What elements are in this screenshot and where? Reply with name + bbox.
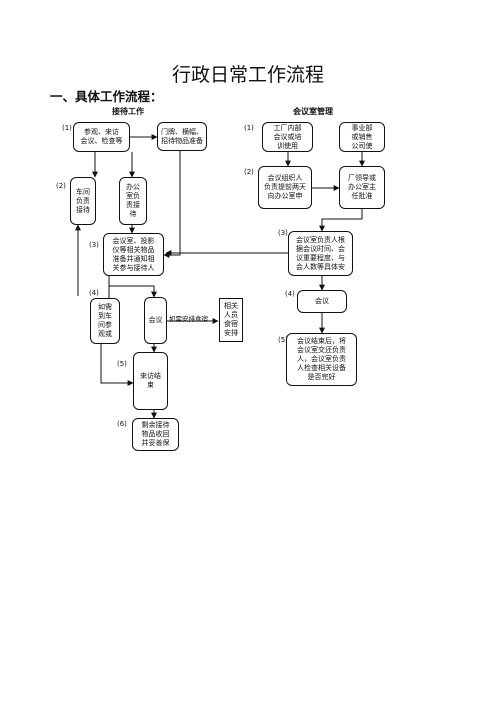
step-label-r2: (2) [244, 168, 254, 176]
step-label-1: (1) [62, 124, 72, 132]
visit-end-box: 来访结 束 [133, 352, 168, 410]
recycle-box: 剩余接待 物品收回 并妥善保 [132, 418, 179, 451]
step-label-2: (2) [56, 182, 66, 190]
lodging-box: 相关 人员 食宿 安排 [219, 298, 243, 342]
meeting-box-left: 会议 [144, 297, 167, 344]
business-use-box: 事业部 或销售 公司使 [339, 122, 385, 152]
page-title: 行政日常工作流程 [171, 64, 324, 86]
step-label-r3: (3) [278, 229, 288, 237]
step-label-5: (5) [117, 360, 127, 368]
prepare-box: 会议室、投影 仪等相关物品 准备并通知相 关参与接待人 [103, 233, 164, 276]
step-label-3: (3) [89, 241, 99, 249]
visit-box: 参观、来访 会议、检查等 [73, 122, 130, 152]
step-label-r4: (4) [285, 290, 295, 298]
arrow-visitplant-to-end [100, 344, 134, 386]
handover-box: 会议结束后，将 会议室交还负责 人，会议室负责 人检查相关设备 是否完好 [286, 333, 357, 386]
reception-heading: 接待工作 [112, 107, 144, 116]
step-label-6: (6) [117, 420, 127, 428]
arrow-supplies-to-prepare [163, 151, 181, 258]
arrow-prepare-to-meeting [108, 276, 157, 298]
arrange-box: 会议室负责人根 据会议时间、会 议重要程度、与 会人数等具体安 [288, 231, 353, 276]
supplies-box: 门牌、横幅、 招待物品准备 [157, 122, 207, 151]
arrow-approve-to-arrange [319, 209, 363, 232]
step-label-r5: (5) [278, 336, 288, 344]
visit-plant-box: 如需 到车 间参 观或 [90, 298, 120, 344]
office-reception-box: 办公 室负 责接 待 [119, 177, 147, 225]
meeting-room-heading: 会议室管理 [293, 107, 333, 116]
organizer-apply-box: 会议组织人 负责提前两天 向办公室申 [258, 166, 312, 209]
car-reception-box: 车间 负责 接待 [70, 177, 96, 225]
approve-box: 厂领导或 办公室主 任批准 [339, 166, 385, 209]
internal-use-box: 工厂内部 会议或培 训使用 [262, 122, 313, 152]
step-label-4: (4) [89, 289, 99, 297]
meeting-box-right: 会议 [297, 290, 347, 313]
section-subtitle: 一、具体工作流程： [50, 89, 163, 104]
lodging-note: 如需安排食宿 [169, 315, 208, 323]
step-label-r1: (1) [244, 124, 254, 132]
